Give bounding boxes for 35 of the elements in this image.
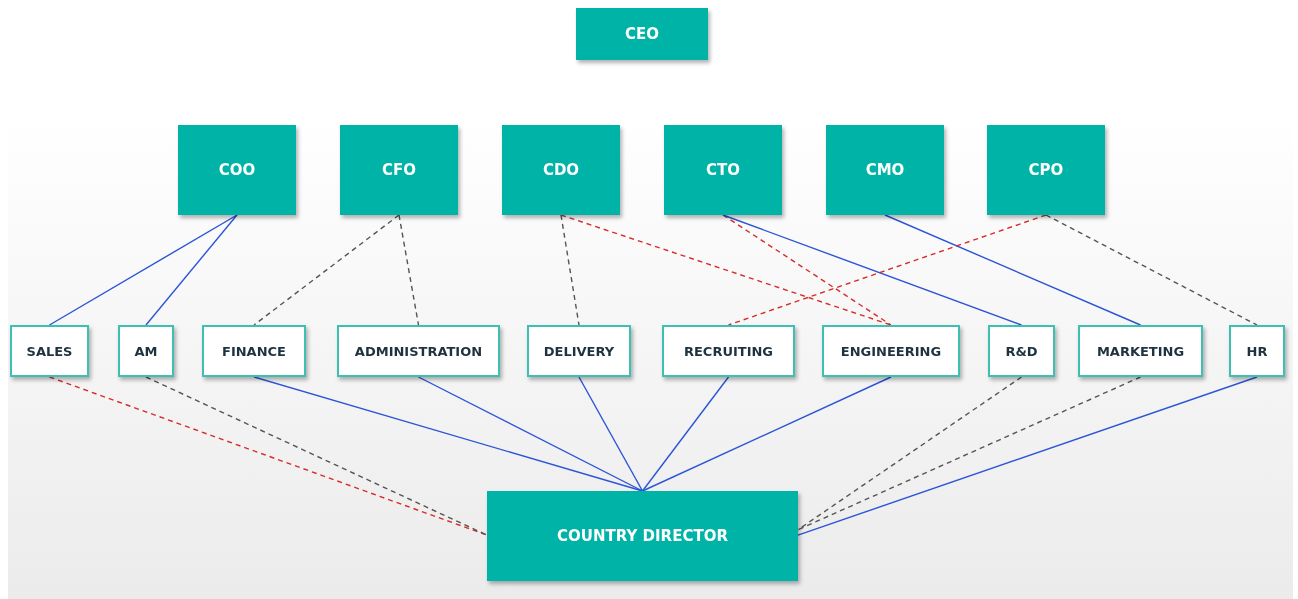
dashed-connector — [560, 214, 580, 326]
connector-line — [48, 214, 238, 326]
executive-box: CFO — [340, 125, 458, 215]
connector-line — [884, 214, 1142, 326]
dashed-connector — [560, 214, 892, 326]
connector-line — [578, 376, 644, 492]
dashed-connector — [722, 214, 892, 326]
dashed-connector — [398, 214, 420, 326]
executive-box: CPO — [987, 125, 1105, 215]
executive-box: COO — [178, 125, 296, 215]
department-box: AM — [118, 325, 174, 377]
dashed-connector — [48, 376, 488, 536]
executive-box: CMO — [826, 125, 944, 215]
connector-line — [417, 376, 644, 492]
dashed-connector — [145, 376, 488, 536]
department-box: SALES — [10, 325, 89, 377]
dashed-connector — [253, 214, 400, 326]
department-box: HR — [1229, 325, 1285, 377]
dashed-connector — [1045, 214, 1258, 326]
executive-box: CEO — [576, 8, 708, 60]
executive-box: CTO — [664, 125, 782, 215]
department-box: ADMINISTRATION — [337, 325, 500, 377]
director-box: COUNTRY DIRECTOR — [487, 491, 798, 581]
department-box: ENGINEERING — [822, 325, 960, 377]
department-box: RECRUITING — [662, 325, 795, 377]
executive-box: CDO — [502, 125, 620, 215]
connector-line — [641, 376, 730, 492]
connector-line — [145, 214, 238, 326]
department-box: MARKETING — [1078, 325, 1203, 377]
department-box: FINANCE — [202, 325, 306, 377]
connector-line — [797, 376, 1258, 536]
department-box: R&D — [988, 325, 1055, 377]
department-box: DELIVERY — [527, 325, 631, 377]
connector-line — [641, 376, 892, 492]
dashed-connector — [797, 376, 1142, 531]
